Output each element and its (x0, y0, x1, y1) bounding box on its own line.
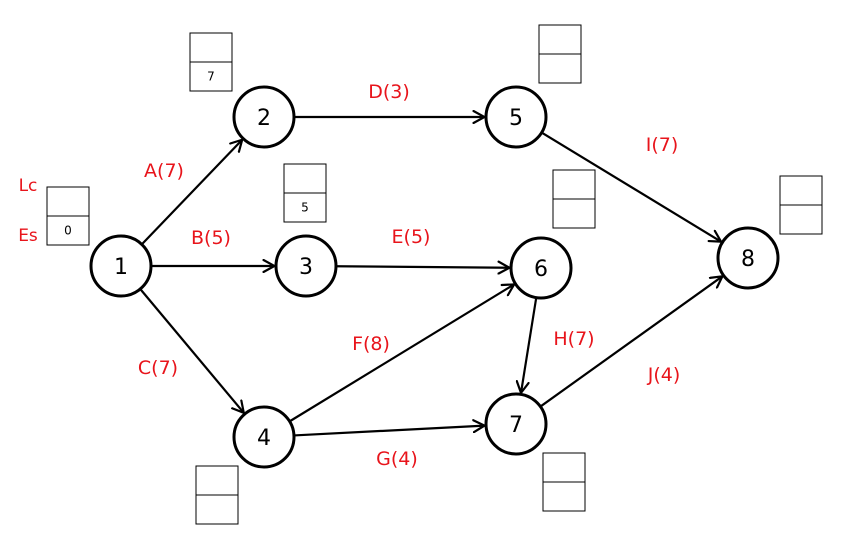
legend-label-es: Es (18, 226, 38, 246)
node-label: 6 (534, 257, 548, 282)
node-2-time-box: 7 (189, 32, 233, 92)
edge-label-4-7: G(4) (376, 448, 418, 470)
node-7-time-box (542, 452, 586, 512)
edge-label-3-6: E(5) (392, 226, 431, 248)
edge-label-1-4: C(7) (138, 357, 178, 379)
edge-label-5-8: I(7) (646, 134, 679, 156)
node-label: 8 (741, 247, 755, 272)
node-circle (716, 226, 780, 290)
node-1: 1 (89, 234, 153, 298)
time-box-bottom-value: 5 (301, 201, 309, 215)
node-5-time-box (538, 24, 582, 84)
time-box-bottom-value: 7 (207, 70, 215, 84)
edge-label-7-8: J(4) (647, 364, 681, 386)
node-3: 3 (274, 234, 338, 298)
node-circle (89, 234, 153, 298)
boxes-layer: 0 7 5 (46, 24, 823, 525)
edge-arrow-3-6 (335, 266, 510, 267)
node-7: 7 (484, 392, 548, 456)
nodes-layer: 1 2 3 4 5 6 7 8 (89, 85, 780, 469)
node-4: 4 (232, 405, 296, 469)
node-label: 7 (509, 413, 523, 438)
node-label: 2 (257, 106, 271, 131)
legend-label-lc: Lc (19, 176, 38, 196)
node-label: 3 (299, 255, 313, 280)
node-4-time-box (195, 465, 239, 525)
edge-arrow-1-2 (140, 140, 242, 246)
edge-label-1-2: A(7) (144, 160, 184, 182)
node-circle (274, 234, 338, 298)
node-label: 4 (257, 426, 271, 451)
edges-layer (139, 117, 722, 437)
node-3-time-box: 5 (283, 163, 327, 223)
edge-arrow-4-6 (289, 284, 514, 423)
edge-label-6-7: H(7) (553, 328, 594, 350)
node-8-time-box (779, 175, 823, 235)
edge-labels-layer: A(7) B(5) C(7) D(3) E(5) F(8) G(4) H(7) I(7) J(4) (138, 81, 680, 470)
node-8: 8 (716, 226, 780, 290)
node-6-time-box (552, 169, 596, 229)
node-label: 1 (114, 255, 128, 280)
node-circle (484, 85, 548, 149)
node-circle (484, 392, 548, 456)
node-circle (509, 236, 573, 300)
node-label: 5 (509, 106, 523, 131)
node-5: 5 (484, 85, 548, 149)
node-2: 2 (232, 85, 296, 149)
edge-arrow-4-7 (293, 426, 485, 437)
edge-arrow-6-7 (521, 297, 538, 393)
edge-arrow-7-8 (539, 276, 722, 408)
edge-label-2-5: D(3) (368, 81, 410, 103)
node-circle (232, 405, 296, 469)
edge-label-1-3: B(5) (191, 227, 231, 249)
time-box-bottom-value: 0 (64, 224, 72, 238)
edge-arrow-1-4 (139, 288, 244, 413)
node-1-time-box: 0 (46, 186, 90, 246)
edge-label-4-6: F(8) (352, 333, 390, 355)
node-6: 6 (509, 236, 573, 300)
node-circle (232, 85, 296, 149)
edge-arrow-5-8 (541, 131, 721, 242)
